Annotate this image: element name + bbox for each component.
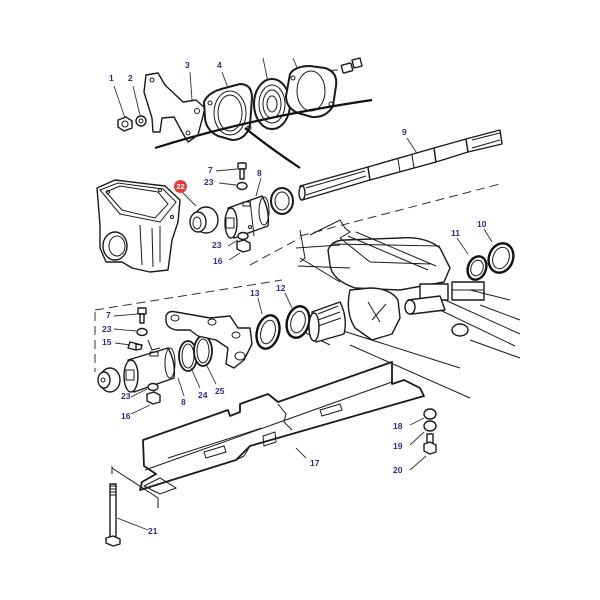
callout-23a[interactable]: 23 xyxy=(204,177,214,187)
callout-12[interactable]: 12 xyxy=(276,283,286,293)
callout-18[interactable]: 18 xyxy=(393,421,403,431)
lower-assembly-group xyxy=(94,279,347,415)
callout-16b[interactable]: 16 xyxy=(121,411,131,421)
bushing-icon xyxy=(181,191,219,234)
callout-13[interactable]: 13 xyxy=(250,288,260,298)
coupling-sleeve-icon xyxy=(224,195,270,239)
callout-1[interactable]: 1 xyxy=(109,73,114,83)
washer-icon xyxy=(237,231,249,241)
callout-24[interactable]: 24 xyxy=(198,390,208,400)
seal-ring-icon xyxy=(285,305,311,339)
callout-16a[interactable]: 16 xyxy=(213,256,223,266)
drive-shaft-icon xyxy=(298,129,503,201)
bolt-icon xyxy=(237,162,247,180)
splined-hub-icon xyxy=(308,301,347,343)
outer-flange-icon xyxy=(285,65,338,119)
seal-rings-right xyxy=(456,228,515,281)
callout-11[interactable]: 11 xyxy=(451,228,460,238)
seal-ring-icon xyxy=(255,314,281,350)
callout-21[interactable]: 21 xyxy=(148,526,158,536)
end-cap-icon xyxy=(97,367,121,393)
callout-25[interactable]: 25 xyxy=(215,386,225,396)
grease-nipple-icon xyxy=(127,341,143,351)
callout-20[interactable]: 20 xyxy=(393,465,403,475)
washer-icon xyxy=(147,382,159,392)
callout-22-highlighted[interactable]: 22 xyxy=(174,180,187,193)
washer-icon xyxy=(136,327,148,337)
spacer-icon xyxy=(423,408,437,420)
guard-cover-group xyxy=(139,361,437,495)
washer-icon xyxy=(135,115,147,127)
bolt-icon xyxy=(137,307,147,324)
washer-icon xyxy=(236,181,248,191)
callout-10[interactable]: 10 xyxy=(477,219,487,229)
long-bolt-icon xyxy=(105,483,121,547)
callout-15[interactable]: 15 xyxy=(102,337,112,347)
nut-icon xyxy=(146,391,161,405)
guard-cover-icon xyxy=(139,361,425,491)
washer-icon xyxy=(423,420,437,432)
callout-4[interactable]: 4 xyxy=(217,60,222,70)
callout-23c[interactable]: 23 xyxy=(102,324,112,334)
callout-2[interactable]: 2 xyxy=(128,73,133,83)
callout-9[interactable]: 9 xyxy=(402,127,407,137)
gearbox-housing-icon xyxy=(96,179,181,273)
nut-icon xyxy=(117,116,133,132)
callout-23d[interactable]: 23 xyxy=(121,391,131,401)
nut-icon xyxy=(236,239,251,253)
callout-17[interactable]: 17 xyxy=(310,458,320,468)
callout-8b[interactable]: 8 xyxy=(181,397,186,407)
callout-8a[interactable]: 8 xyxy=(257,168,262,178)
callout-19[interactable]: 19 xyxy=(393,441,403,451)
seal-ring-icon xyxy=(270,187,294,215)
lever-arm-icon xyxy=(165,310,253,369)
middle-assembly-group xyxy=(96,129,503,273)
mounting-bracket-icon xyxy=(143,72,206,143)
callout-7a[interactable]: 7 xyxy=(208,165,213,175)
callout-3[interactable]: 3 xyxy=(185,60,190,70)
bolt-icon xyxy=(340,57,363,74)
long-bolt-group xyxy=(105,466,159,547)
callout-23b[interactable]: 23 xyxy=(212,240,222,250)
bolt-icon xyxy=(423,433,437,455)
coupling-sleeve-icon xyxy=(123,347,176,393)
top-assembly-group xyxy=(113,57,373,169)
callout-7b[interactable]: 7 xyxy=(106,310,111,320)
